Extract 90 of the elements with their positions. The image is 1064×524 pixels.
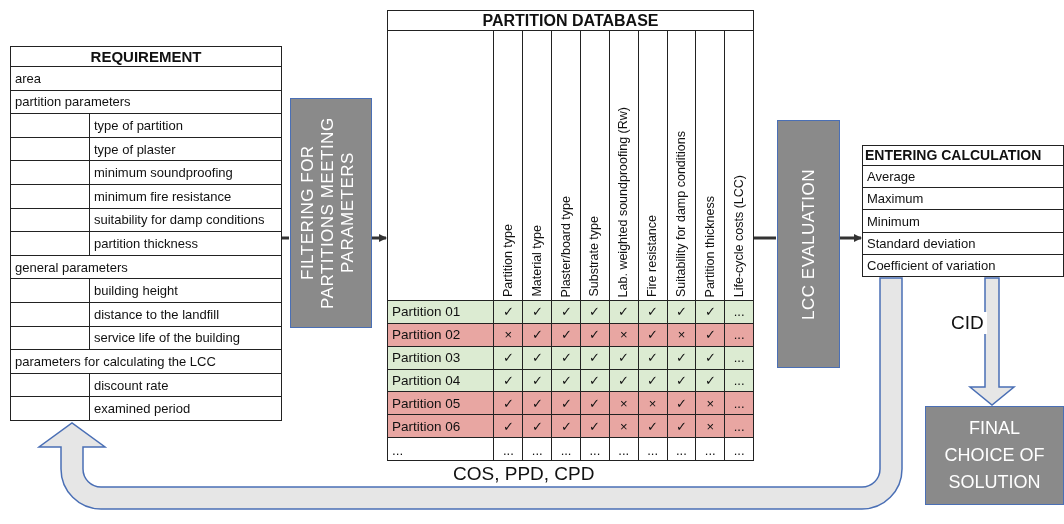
connector-line xyxy=(282,236,289,240)
table-cell: ... xyxy=(522,438,552,460)
table-cell: ✓ xyxy=(695,323,725,346)
table-cell-text: partition thickness xyxy=(93,234,200,253)
table-title: PARTITION DATABASE xyxy=(481,11,660,30)
table-cell-text: Maximum xyxy=(866,190,925,209)
table-title: ENTERING CALCULATION xyxy=(864,146,1043,165)
table-cell: ✓ xyxy=(695,346,725,369)
table-cell: ✓ xyxy=(608,301,638,323)
column-header: Substrate type xyxy=(587,216,603,297)
process-bar xyxy=(290,98,372,328)
table-cell: ✓ xyxy=(493,301,523,323)
table-cell: × xyxy=(608,323,638,346)
table-cell: ✓ xyxy=(608,346,638,369)
table-cell-text: Partition 02 xyxy=(391,326,462,345)
table-cell-text: parameters for calculating the LCC xyxy=(14,352,217,371)
column-header: Material type xyxy=(529,225,545,297)
table-cell: ✓ xyxy=(551,301,580,323)
column-header: Life-cycle costs (LCC) xyxy=(731,174,747,297)
table-cell-text: type of plaster xyxy=(93,140,177,159)
column-header: Fire resistance xyxy=(645,215,661,297)
table-cell: ... xyxy=(724,346,754,369)
block-arrow xyxy=(38,277,903,510)
table-cell-text: type of partition xyxy=(93,117,184,135)
table-cell: ... xyxy=(724,301,754,323)
table-cell-text: Coefficient of variation xyxy=(866,256,997,275)
column-header: Partition type xyxy=(500,224,516,297)
requirements-table xyxy=(10,46,282,421)
column-header: Lab. weighted soundproofing (Rw) xyxy=(616,106,632,297)
table-cell: ✓ xyxy=(637,323,667,346)
table-cell: ✓ xyxy=(579,323,609,346)
table-cell-text: Partition 01 xyxy=(391,303,462,322)
table-cell: ✓ xyxy=(551,346,580,369)
table-cell: ... xyxy=(695,438,725,460)
block-arrow xyxy=(967,277,1017,406)
table-cell-text: discount rate xyxy=(93,376,170,395)
table-cell-text: Partition 05 xyxy=(391,394,462,413)
table-cell: ✓ xyxy=(637,346,667,369)
table-cell-text: Minimum xyxy=(866,212,921,231)
table-cell: ... xyxy=(637,438,667,460)
column-header: Partition thickness xyxy=(702,195,718,297)
table-cell: ✓ xyxy=(522,301,552,323)
box-label: FILTERING FOR PARTITIONS MEETING PARAMETERS xyxy=(298,116,358,311)
table-cell-text: partition parameters xyxy=(14,93,132,112)
database-table xyxy=(387,10,754,461)
box-label: LCC EVALUATION xyxy=(798,168,819,320)
table-cell-text: area xyxy=(14,69,43,88)
table-cell: ... xyxy=(579,438,609,460)
table-cell-text: Partition 06 xyxy=(391,417,462,436)
table-cell: ✓ xyxy=(666,301,696,323)
table-title: REQUIREMENT xyxy=(89,47,203,66)
table-cell-text: Partition 03 xyxy=(391,349,462,368)
table-cell: ... xyxy=(608,438,638,460)
table-cell-text: suitability for damp conditions xyxy=(93,211,266,230)
table-cell: ✓ xyxy=(551,323,580,346)
table-cell-text: building height xyxy=(93,282,179,301)
process-box xyxy=(925,406,1064,505)
connector-line xyxy=(754,236,776,240)
arrow xyxy=(372,234,387,242)
table-cell-text: general parameters xyxy=(14,258,129,277)
table-cell-text: Average xyxy=(866,168,917,187)
table-cell-text: minimum fire resistance xyxy=(93,187,233,206)
table-cell: ✓ xyxy=(666,346,696,369)
table-cell: ✓ xyxy=(579,346,609,369)
table-cell-text: Standard deviation xyxy=(866,234,977,253)
table-cell-text: distance to the landfill xyxy=(93,305,221,324)
table-cell: ✓ xyxy=(637,301,667,323)
column-header: Plaster/board type xyxy=(558,195,574,297)
table-cell-text: ... xyxy=(391,442,405,460)
table-cell: ✓ xyxy=(579,301,609,323)
table-cell: × xyxy=(493,323,523,346)
table-cell: × xyxy=(666,323,696,346)
calculation-table xyxy=(862,145,1064,277)
table-cell: ... xyxy=(666,438,696,460)
table-cell: ✓ xyxy=(522,346,552,369)
table-cell: ... xyxy=(551,438,580,460)
arrow xyxy=(840,234,862,242)
process-bar xyxy=(777,120,840,368)
table-cell: ... xyxy=(724,323,754,346)
table-cell-text: minimum soundproofing xyxy=(93,164,234,183)
table-cell: ... xyxy=(724,438,754,460)
table-cell-text: service life of the building xyxy=(93,329,241,348)
table-cell-text: examined period xyxy=(93,400,192,419)
table-cell: ✓ xyxy=(493,346,523,369)
table-cell: ... xyxy=(493,438,523,460)
table-cell: ✓ xyxy=(522,323,552,346)
table-cell: ✓ xyxy=(695,301,725,323)
table-cell-text: Partition 04 xyxy=(391,372,462,390)
column-header: Suitability for damp conditions xyxy=(673,130,689,297)
box-label: FINAL CHOICE OF SOLUTION xyxy=(943,417,1046,494)
